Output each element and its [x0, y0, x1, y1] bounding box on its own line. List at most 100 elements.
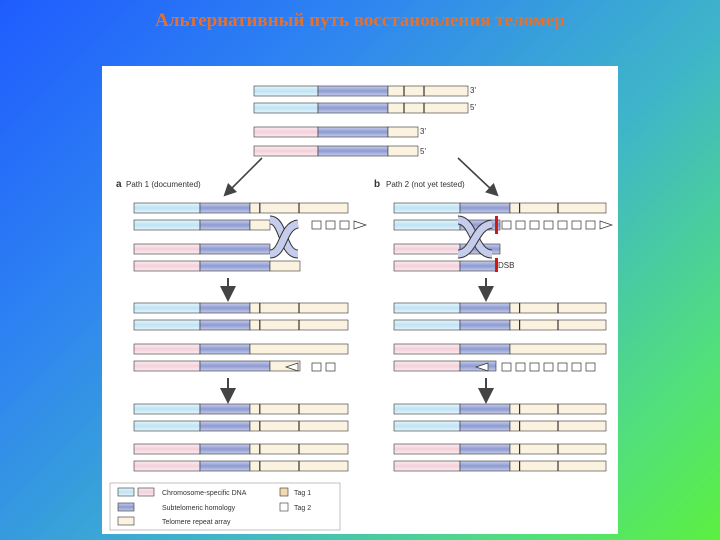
label-5prime-bottom: 5' — [420, 147, 426, 156]
subtelomeric-segment — [200, 361, 270, 371]
subtelomeric-segment — [460, 203, 510, 213]
subtelomeric-segment — [318, 127, 388, 137]
chromosome-dna-segment — [394, 444, 460, 454]
subtelomeric-segment — [460, 344, 510, 354]
legend-swatch-subtelomeric — [118, 503, 134, 511]
subtelomeric-segment — [200, 444, 250, 454]
tag-box — [326, 363, 335, 371]
subtelomeric-segment — [318, 146, 388, 156]
chromosome-dna-segment — [394, 220, 460, 230]
tag-box — [558, 363, 567, 371]
chromosome-dna-segment — [134, 421, 200, 431]
telomere-segment — [388, 127, 418, 137]
tag-box — [586, 221, 595, 229]
legend-swatch-blue-dna — [118, 488, 134, 496]
legend-tag2: Tag 2 — [294, 505, 311, 512]
subtelomeric-segment — [318, 86, 388, 96]
dsb-label: DSB — [498, 261, 514, 270]
tag-box — [586, 363, 595, 371]
tag-box — [544, 221, 553, 229]
subtelomeric-segment — [200, 220, 250, 230]
strand-tip — [354, 221, 366, 229]
tag-box — [312, 221, 321, 229]
subtelomeric-segment — [200, 261, 270, 271]
chromosome-dna-segment — [134, 220, 200, 230]
chromosome-dna-segment — [394, 261, 460, 271]
subtelomeric-segment — [460, 444, 510, 454]
subtelomeric-segment — [200, 244, 270, 254]
chromosome-dna-segment — [394, 404, 460, 414]
subtelomeric-segment — [200, 203, 250, 213]
strand-tip — [600, 221, 612, 229]
tag-box — [312, 363, 321, 371]
chromosome-dna-segment — [394, 320, 460, 330]
subtelomeric-segment — [460, 421, 510, 431]
chromosome-dna-segment — [254, 146, 318, 156]
subtelomeric-segment — [460, 320, 510, 330]
tag-box — [516, 363, 525, 371]
chromosome-dna-segment — [134, 361, 200, 371]
chromosome-dna-segment — [134, 320, 200, 330]
panel-b-letter: b — [374, 179, 380, 190]
telomere-recombination-diagram: 3' 5' 3' 5' a Path 1 (documented) b Path… — [102, 66, 618, 534]
legend-telomere: Telomere repeat array — [162, 519, 231, 526]
chromosome-dna-segment — [134, 444, 200, 454]
chromosome-dna-segment — [394, 461, 460, 471]
diagram-panel: 3' 5' 3' 5' a Path 1 (documented) b Path… — [102, 66, 618, 534]
chromosome-dna-segment — [134, 261, 200, 271]
tag-box — [326, 221, 335, 229]
arrow-to-path-a — [228, 158, 262, 192]
subtelomeric-segment — [200, 421, 250, 431]
subtelomeric-segment — [460, 303, 510, 313]
label-5prime-top: 5' — [470, 103, 476, 112]
chromosome-dna-segment — [394, 361, 460, 371]
legend-tag1: Tag 1 — [294, 490, 311, 497]
subtelomeric-segment — [460, 461, 510, 471]
telomere-segment — [388, 103, 468, 113]
chromosome-dna-segment — [254, 86, 318, 96]
panel-a-letter: a — [116, 179, 122, 190]
tag-box — [558, 221, 567, 229]
tag-box — [544, 363, 553, 371]
chromosome-dna-segment — [134, 244, 200, 254]
tag-box — [530, 363, 539, 371]
chromosome-dna-segment — [394, 303, 460, 313]
tag-box — [572, 221, 581, 229]
panel-a-caption: Path 1 (documented) — [126, 180, 201, 189]
dsb-mark — [495, 216, 498, 234]
slide-title: Альтернативный путь восстановления телом… — [0, 10, 720, 32]
subtelomeric-segment — [200, 320, 250, 330]
tag-box — [502, 221, 511, 229]
subtelomeric-segment — [460, 261, 496, 271]
chromosome-dna-segment — [134, 344, 200, 354]
chromosome-dna-segment — [134, 461, 200, 471]
panel-b-caption: Path 2 (not yet tested) — [386, 180, 465, 189]
tag-box — [516, 221, 525, 229]
legend-swatch-tag2 — [280, 503, 288, 511]
chromosome-dna-segment — [134, 203, 200, 213]
tag-box — [530, 221, 539, 229]
tag-box — [340, 221, 349, 229]
chromosome-dna-segment — [134, 404, 200, 414]
legend-swatch-pink-dna — [138, 488, 154, 496]
chromosome-dna-segment — [394, 344, 460, 354]
telomere-segment — [388, 86, 468, 96]
subtelomeric-segment — [318, 103, 388, 113]
telomere-segment — [270, 261, 300, 271]
chromosome-dna-segment — [254, 103, 318, 113]
legend-subtelomeric: Subtelomeric homology — [162, 505, 236, 512]
chromosome-dna-segment — [394, 244, 460, 254]
label-3prime-bottom: 3' — [420, 127, 426, 136]
telomere-segment — [510, 344, 606, 354]
legend: Chromosome-specific DNA Subtelomeric hom… — [110, 483, 340, 530]
subtelomeric-segment — [200, 461, 250, 471]
subtelomeric-segment — [200, 344, 250, 354]
chromosome-dna-segment — [254, 127, 318, 137]
legend-swatch-telomere — [118, 517, 134, 525]
telomere-segment — [250, 344, 348, 354]
legend-swatch-tag1 — [280, 488, 288, 496]
chromosome-dna-segment — [134, 303, 200, 313]
telomere-segment — [250, 220, 270, 230]
label-3prime-top: 3' — [470, 86, 476, 95]
legend-chromosome-dna: Chromosome-specific DNA — [162, 490, 247, 497]
